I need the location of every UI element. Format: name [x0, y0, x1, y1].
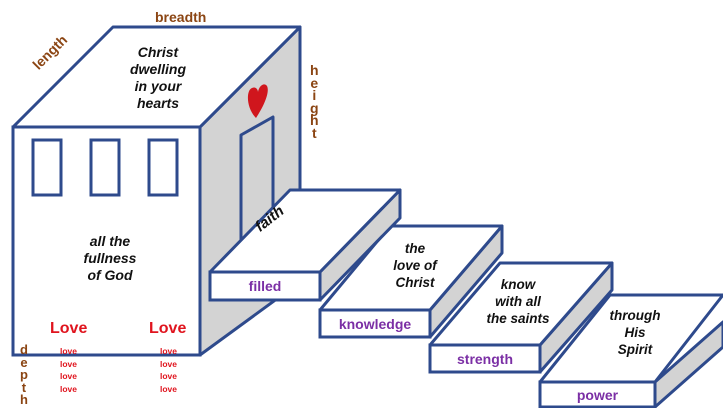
height-label: h e i g h t [310, 62, 319, 141]
love-item: love [160, 371, 178, 381]
step-4-top-line: through [609, 308, 661, 323]
love-list-left: love love love love [60, 345, 77, 395]
heart-icon [247, 84, 268, 118]
height-letter: h [310, 62, 319, 78]
step-2-top-line: the [404, 241, 426, 256]
step-3-top-line: with all [495, 294, 541, 309]
depth-letter: d [20, 342, 28, 357]
front-text-line: all the [89, 233, 131, 249]
love-item: love [160, 346, 178, 356]
roof-text-line: Christ [137, 44, 179, 60]
step-2-front-label: knowledge [338, 316, 412, 332]
step-4-top-line: Spirit [617, 342, 653, 357]
love-heading-right: Love [149, 320, 187, 337]
window-2 [89, 138, 121, 197]
depth-letter: p [20, 367, 28, 382]
love-item: love [60, 371, 78, 381]
step-2-top-line: love of [393, 258, 437, 273]
love-item: love [160, 358, 178, 369]
step-3-top-line: know [500, 277, 536, 292]
love-item: love [60, 383, 78, 394]
height-letter: g [310, 99, 319, 116]
roof-text-line: hearts [136, 95, 180, 111]
step-3-top-text: know with all the saints [468, 276, 568, 327]
front-text-line: of God [87, 267, 133, 283]
height-letter: t [311, 124, 317, 141]
roof-text-line: in your [134, 78, 182, 94]
step-4-front [538, 380, 657, 408]
step-2-top-text: the love of Christ [370, 240, 460, 291]
step-3-top-line: the saints [486, 311, 550, 326]
love-item: love [160, 383, 178, 394]
roof-text-line: dwelling [130, 61, 186, 77]
height-letter: e [310, 74, 319, 91]
step-2-top-line: Christ [395, 275, 435, 290]
love-item: love [60, 346, 78, 356]
window-3 [147, 138, 179, 197]
window-1 [31, 138, 63, 197]
step-4-top-line: His [624, 325, 646, 340]
roof-text: Christ dwelling in your hearts [98, 44, 218, 112]
height-letter: h [310, 112, 319, 128]
step-1-front-label: filled [248, 278, 282, 294]
depth-label: d e p t h [20, 342, 28, 407]
step-1-front [208, 270, 322, 302]
breadth-label: breadth [155, 9, 207, 25]
love-list-right: love love love love [160, 345, 177, 395]
love-heading-left: Love [50, 320, 88, 337]
step-4-front-label: power [576, 387, 619, 403]
step-4-top-text: through His Spirit [590, 307, 680, 358]
depth-letter: e [20, 354, 28, 370]
love-item: love [60, 358, 78, 369]
front-text: all the fullness of God [55, 233, 165, 284]
depth-letter: h [20, 392, 28, 407]
front-text-line: fullness [83, 250, 137, 266]
step-3-front [428, 343, 542, 374]
depth-letter: t [21, 379, 27, 395]
step-3-front-label: strength [457, 351, 513, 367]
height-letter: i [312, 87, 317, 103]
step-2-front [318, 308, 432, 339]
